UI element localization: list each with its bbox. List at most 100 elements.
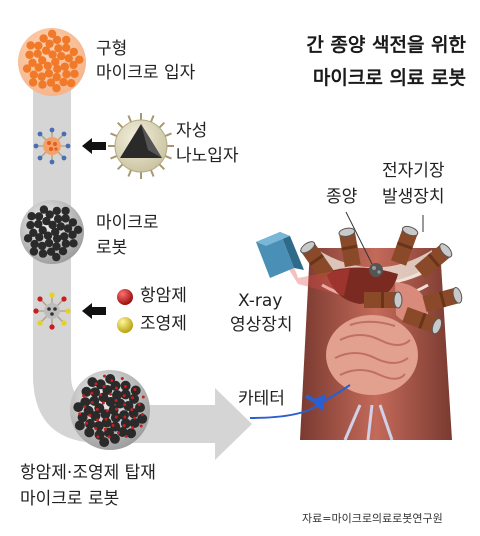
sphere-dot [56,222,65,231]
sphere-dot [68,218,78,227]
drug-dot [133,416,137,420]
sphere-dot [23,234,33,243]
sphere-dot [61,43,71,52]
label-tumor: 종양 [326,187,358,207]
sphere-dot [69,47,79,57]
arrow-left-icon [82,138,106,154]
sphere-dot [90,387,101,398]
drug-dot [95,407,99,411]
label-emf-line1: 전자기장 [382,161,445,181]
drug-dot [85,421,89,425]
sphere-dot [22,64,32,73]
drug-dot [123,415,127,419]
sphere-dot [30,239,39,249]
sphere-dot [73,225,83,234]
drug-dot [123,403,127,407]
sphere-dot [39,205,49,214]
drug-dot [110,379,114,383]
sphere-dot [53,64,62,74]
sphere-dot [47,29,57,38]
sphere-dot [117,427,128,437]
sphere-dot [80,397,91,408]
sphere-dot [26,220,35,230]
drug-dot [114,386,118,390]
sphere-dot [38,226,47,235]
label-robot-line1: 마이크로 [96,213,159,233]
sphere-dot [44,69,54,78]
sphere-dot [42,216,51,226]
sphere-dot [54,44,63,53]
drug-dot [133,388,137,391]
sphere-dot [101,417,112,428]
drug-dot [131,426,135,430]
sphere-dot [45,39,54,48]
xray-device-icon [256,232,350,296]
drug-dot [114,415,118,419]
sphere-dot [110,380,121,391]
drug-dot [139,424,143,428]
sphere-dot [34,219,43,229]
sphere-dot [105,374,116,384]
drug-dot [131,396,134,400]
sphere-dot [28,78,38,87]
title-line2: 마이크로 의료 로봇 [312,67,466,89]
sphere-dot [126,428,137,439]
microrobot-icon [20,200,84,264]
drug-dot [103,374,106,378]
label-emf-line2: 발생장치 [382,187,445,207]
label-robot-line2: 로봇 [96,238,128,258]
sphere-dot [64,54,74,63]
drug-dot [122,424,126,427]
label-xray-line2: 영상장치 [230,315,293,335]
sphere-dot [81,386,92,397]
sphere-dot [39,34,48,43]
sphere-dot [46,78,56,87]
sphere-dot [105,396,116,407]
sphere-dot [34,212,44,221]
catheter-icon [249,384,351,419]
drug-dot [83,405,87,409]
sphere-dot [119,410,129,421]
sphere-dot [35,233,44,242]
label-contrast: 조영제 [140,314,187,334]
drug-dot [122,394,126,398]
sphere-dot [34,63,43,72]
sphere-dot [48,50,57,59]
sphere-dot [70,69,79,79]
sphere-dot [61,214,70,223]
drug-dot [123,385,127,388]
drug-dot [94,427,98,431]
sphere-dot [29,228,38,237]
sphere-dot [58,247,68,256]
sphere-dot [69,60,78,70]
sphere-dot [129,393,139,404]
drug-loading-particle-icon [33,292,71,330]
sphere-dot [46,247,56,256]
sphere-dot [27,212,36,221]
drug-dot [111,423,115,427]
sphere-dot [68,230,77,239]
sphere-dot [115,398,126,409]
label-catheter: 카테터 [238,389,285,409]
sphere-dot [38,241,47,251]
coil-icon [414,243,453,279]
sphere-dot [53,214,63,224]
drug-dot [96,435,100,439]
drug-dot [114,399,118,402]
drug-dot [140,413,144,416]
sphere-dot [120,389,131,400]
sphere-dot [43,61,52,71]
sphere-dot [73,402,84,413]
source-credit: 자료=마이크로의료로봇연구원 [302,512,443,525]
sphere-dot [61,206,70,216]
sphere-dot [74,420,85,431]
sphere-dot [75,55,84,64]
magnetized-particle-icon [33,127,71,165]
sphere-dot [37,72,46,81]
drug-dot [90,391,94,395]
drug-dot [88,413,92,417]
sphere-dot [112,390,122,400]
coil-icon [422,287,463,312]
drug-dot [82,394,86,398]
